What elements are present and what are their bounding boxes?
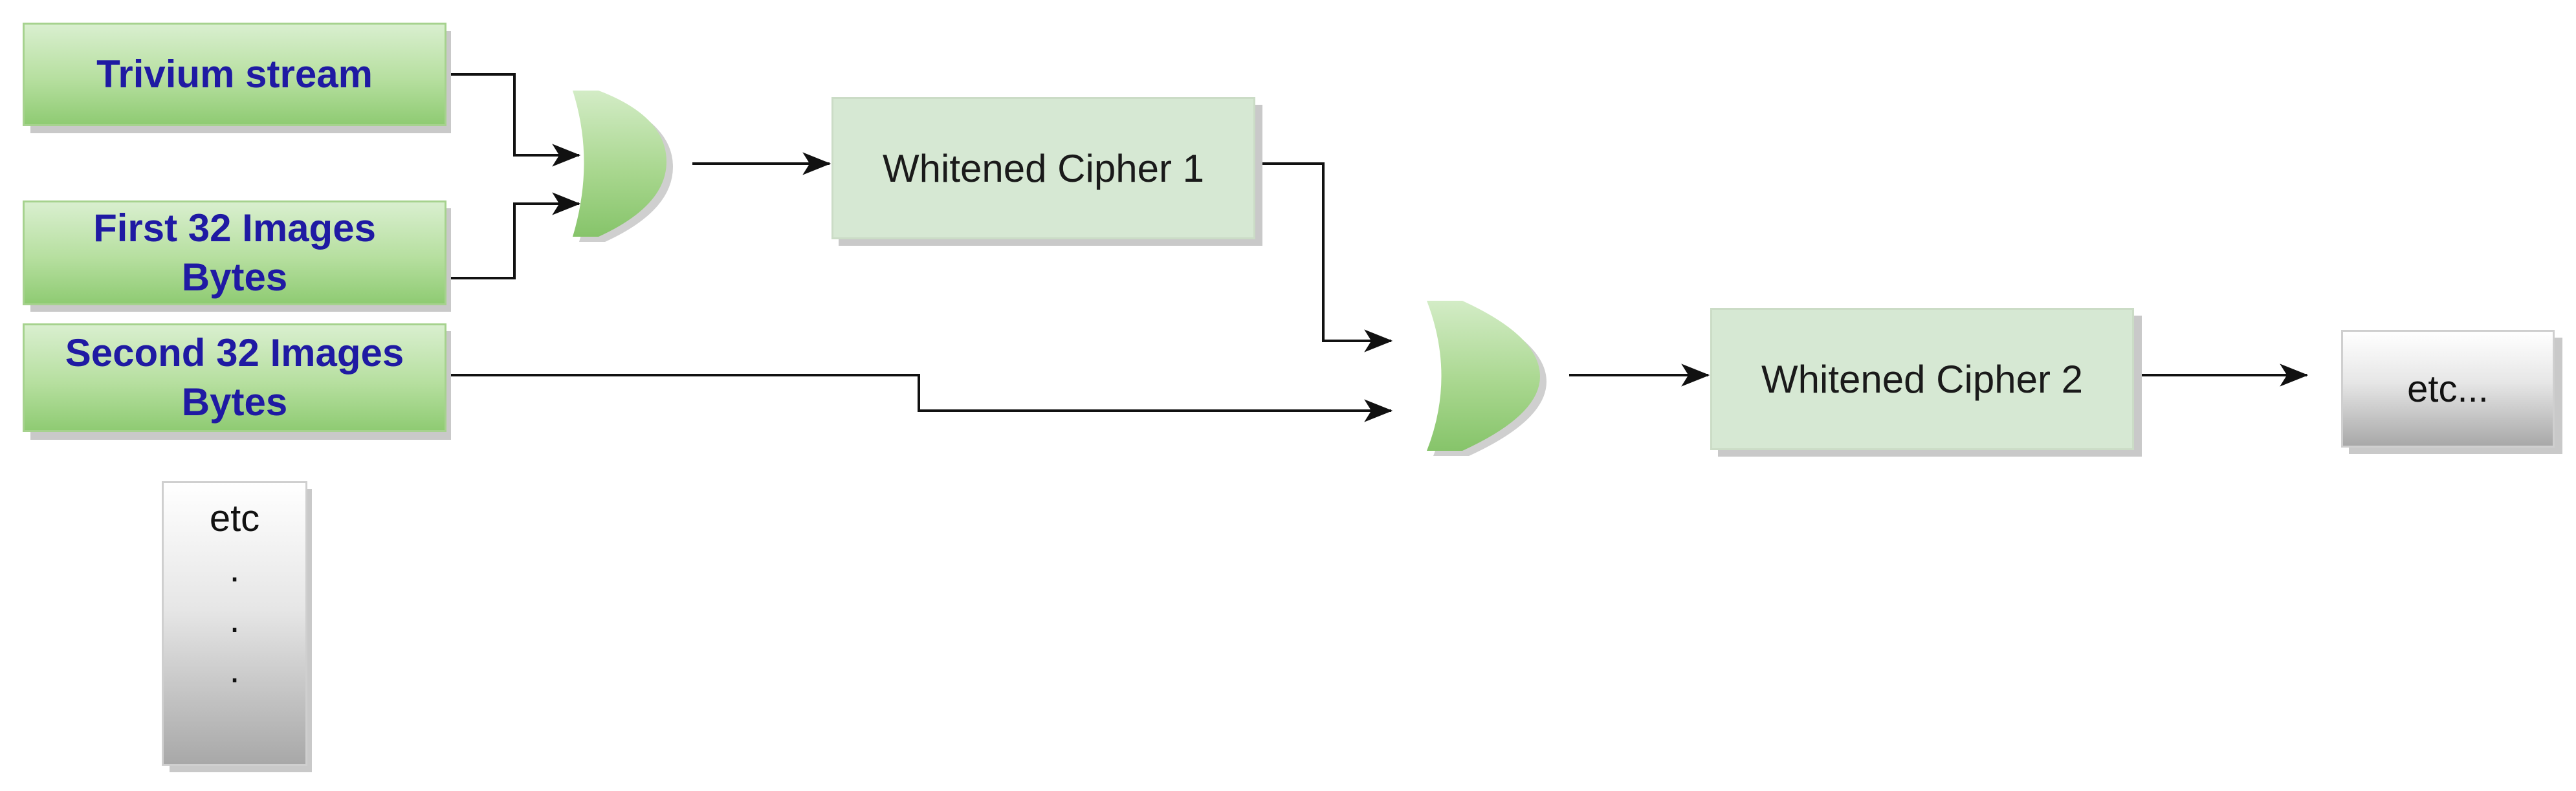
wire-second-bytes-to-gate2 [450,374,1393,422]
trivium-stream-label: Trivium stream [96,52,373,96]
combine-gate-2 [1427,301,1540,451]
second-bytes-box: Second 32 Images Bytes [23,323,446,432]
etc-dot-3: . [229,649,240,691]
whitened-cipher-1-label: Whitened Cipher 1 [883,146,1204,190]
etc-vertical-box: etc . . . [162,481,307,766]
second-bytes-label-line1: Second 32 Images [65,331,404,374]
whitened-cipher-2-label: Whitened Cipher 2 [1761,357,2083,401]
whitened-cipher-1-box: Whitened Cipher 1 [831,97,1255,239]
first-bytes-label-line2: Bytes [181,255,288,299]
etc-vertical-text: etc [209,497,260,539]
etc-horizontal-box: etc... [2341,330,2555,448]
wire-first-bytes-to-gate1 [450,192,581,279]
wire-cipher1-to-gate2 [1255,162,1393,352]
combine-gate-1 [573,91,666,237]
second-bytes-label-line2: Bytes [181,380,288,424]
whitened-cipher-2-box: Whitened Cipher 2 [1710,308,2134,450]
etc-dot-2: . [229,598,240,640]
trivium-stream-box: Trivium stream [23,23,446,126]
first-bytes-box: First 32 Images Bytes [23,200,446,305]
first-bytes-label-line1: First 32 Images [93,206,376,250]
etc-horizontal-text: etc... [2407,367,2489,410]
wire-trivium-to-gate1 [450,73,581,167]
etc-dot-1: . [229,548,240,590]
